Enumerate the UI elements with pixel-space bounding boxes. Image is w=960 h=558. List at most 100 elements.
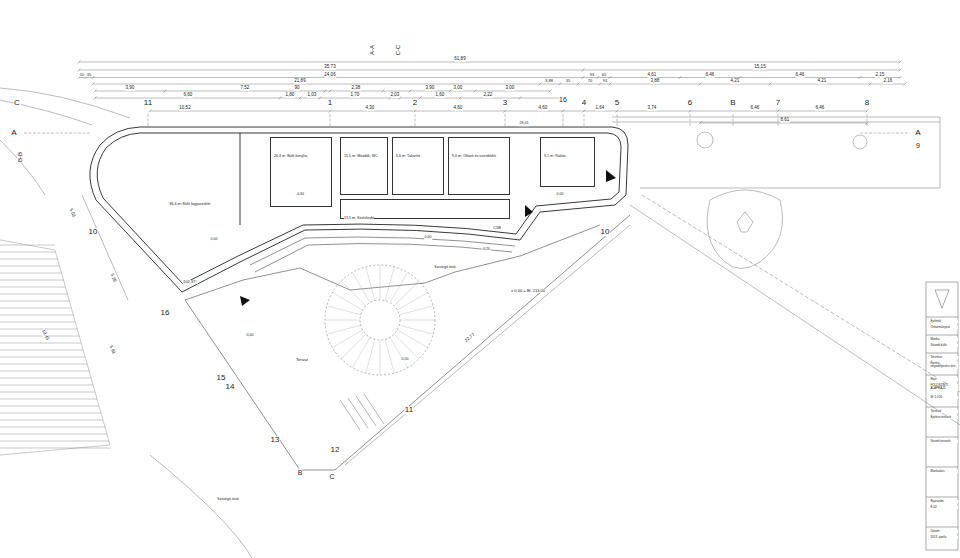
dimension-tick: [459, 97, 462, 100]
dimension-text: 6,46: [705, 73, 715, 78]
dimension-text: 3,74: [647, 106, 657, 111]
terrace-edge: [185, 225, 600, 300]
dimension-text: 90: [294, 86, 300, 91]
step-line: [385, 267, 394, 301]
dimension-tick: [324, 90, 327, 93]
dimension-text: 6,46: [815, 106, 825, 111]
title-block-text: 2013. április: [930, 536, 958, 539]
room-label: 6,6 m² Takarító: [396, 154, 420, 158]
dimension-tick: [899, 61, 902, 64]
dimension-text: 6,46: [750, 106, 760, 111]
step-line: [353, 337, 371, 367]
step-line: [332, 330, 362, 348]
dimension-tick: [899, 76, 902, 79]
dimension-line: [79, 62, 900, 63]
dimension-text: 3,00: [453, 86, 463, 91]
dimension-tick: [549, 90, 552, 93]
grid-axis-line: [148, 114, 149, 126]
hatch-line: [0, 441, 109, 442]
stair-hatch: [0, 240, 111, 455]
dimension-text: 5,03: [68, 208, 76, 219]
room-label: 13,5 m² Közlekedő: [344, 216, 374, 220]
dimension-text: 3,88: [545, 79, 554, 83]
north-symbol: [935, 290, 949, 308]
hatch-line: [0, 378, 91, 379]
level-mark: 0,00: [246, 334, 254, 338]
step-line: [390, 337, 408, 367]
dimension-text: 24,06: [324, 73, 336, 78]
hatch-line: [0, 371, 89, 372]
hatch-line: [0, 245, 55, 246]
dimension-tick: [504, 110, 507, 113]
dimension-line: [79, 77, 900, 78]
dimension-text: 4,60: [453, 106, 463, 111]
dimension-line: [150, 111, 867, 112]
level-mark: 0,00: [556, 193, 564, 197]
hatch-line: [0, 357, 85, 358]
dimension-tick: [582, 76, 585, 79]
contour-line: [0, 140, 45, 195]
step-line: [380, 265, 381, 300]
dimension-text: 1,70: [350, 93, 360, 98]
dimension-text: 4,30: [365, 106, 375, 111]
area-note: Terasz: [296, 358, 309, 362]
hatch-line: [0, 329, 77, 330]
level-mark: -0,30: [296, 193, 305, 197]
axis-label: 11: [404, 406, 413, 414]
hatch-line: [0, 364, 87, 365]
title-block-text: Munka:: [930, 338, 958, 341]
dimension-tick: [869, 83, 872, 86]
room-outline: 6,6 m² Takarító: [392, 137, 444, 195]
grid-axes: [24, 133, 910, 134]
hatch-line: [0, 322, 75, 323]
dimension-text: 6,60: [183, 93, 193, 98]
dimension-tick: [689, 110, 692, 113]
dimension-text: 2,16: [883, 79, 893, 84]
dimension-text: 3,00: [505, 86, 515, 91]
annotation: ± 0,00 = Bf. 213,00: [511, 289, 546, 293]
dimension-tick: [609, 76, 612, 79]
dimension-text: 93: [589, 73, 594, 77]
room-outline: 13,5 m² Közlekedő: [340, 199, 510, 219]
axis-label: 9: [916, 142, 921, 149]
title-block-text: Építtető:: [930, 320, 958, 323]
walkway: [612, 117, 940, 188]
axis-label: 4: [581, 99, 586, 107]
hatch-line: [0, 434, 107, 435]
step-line: [385, 339, 394, 373]
title-block-text: Tervező:: [930, 410, 958, 413]
dimension-line: [95, 91, 550, 92]
step-line: [380, 340, 381, 375]
hatch-line: [0, 343, 81, 344]
dimension-tick: [859, 76, 862, 79]
grid-axis-line: [617, 114, 618, 126]
axis-label: C: [329, 473, 335, 480]
hatch-line: [0, 448, 111, 449]
step-line: [341, 334, 366, 359]
dimension-tick: [866, 110, 869, 113]
dimension-tick: [904, 83, 907, 86]
step-line: [353, 272, 371, 302]
dimension-text: 3,90: [425, 86, 435, 91]
axis-label: 16: [160, 309, 170, 317]
step-line: [366, 339, 375, 373]
title-block-text: Rajz:: [930, 378, 958, 381]
dimension-text: 35: [86, 73, 91, 77]
dimension-text: 10,52: [179, 106, 191, 111]
outer-wall: [90, 127, 628, 292]
room-label: 86,4 m² Büfé fogyasztótér: [169, 203, 211, 207]
dimension-text: 93: [602, 79, 607, 83]
step-line: [400, 320, 435, 321]
stair-outline: [0, 240, 110, 455]
inner-wall: [97, 133, 621, 284]
grid-axis-line: [733, 114, 734, 126]
dimension-text: 65: [601, 73, 606, 77]
level-mark: 0,00: [424, 236, 432, 240]
dimension-tick: [78, 61, 81, 64]
step-line: [327, 325, 361, 334]
dimension-line: [79, 70, 900, 71]
room-outline: 15,5 m² Mosdók, WC: [340, 137, 388, 195]
title-block-text: M: 1:100: [930, 396, 958, 399]
dimension-tick: [582, 69, 585, 72]
